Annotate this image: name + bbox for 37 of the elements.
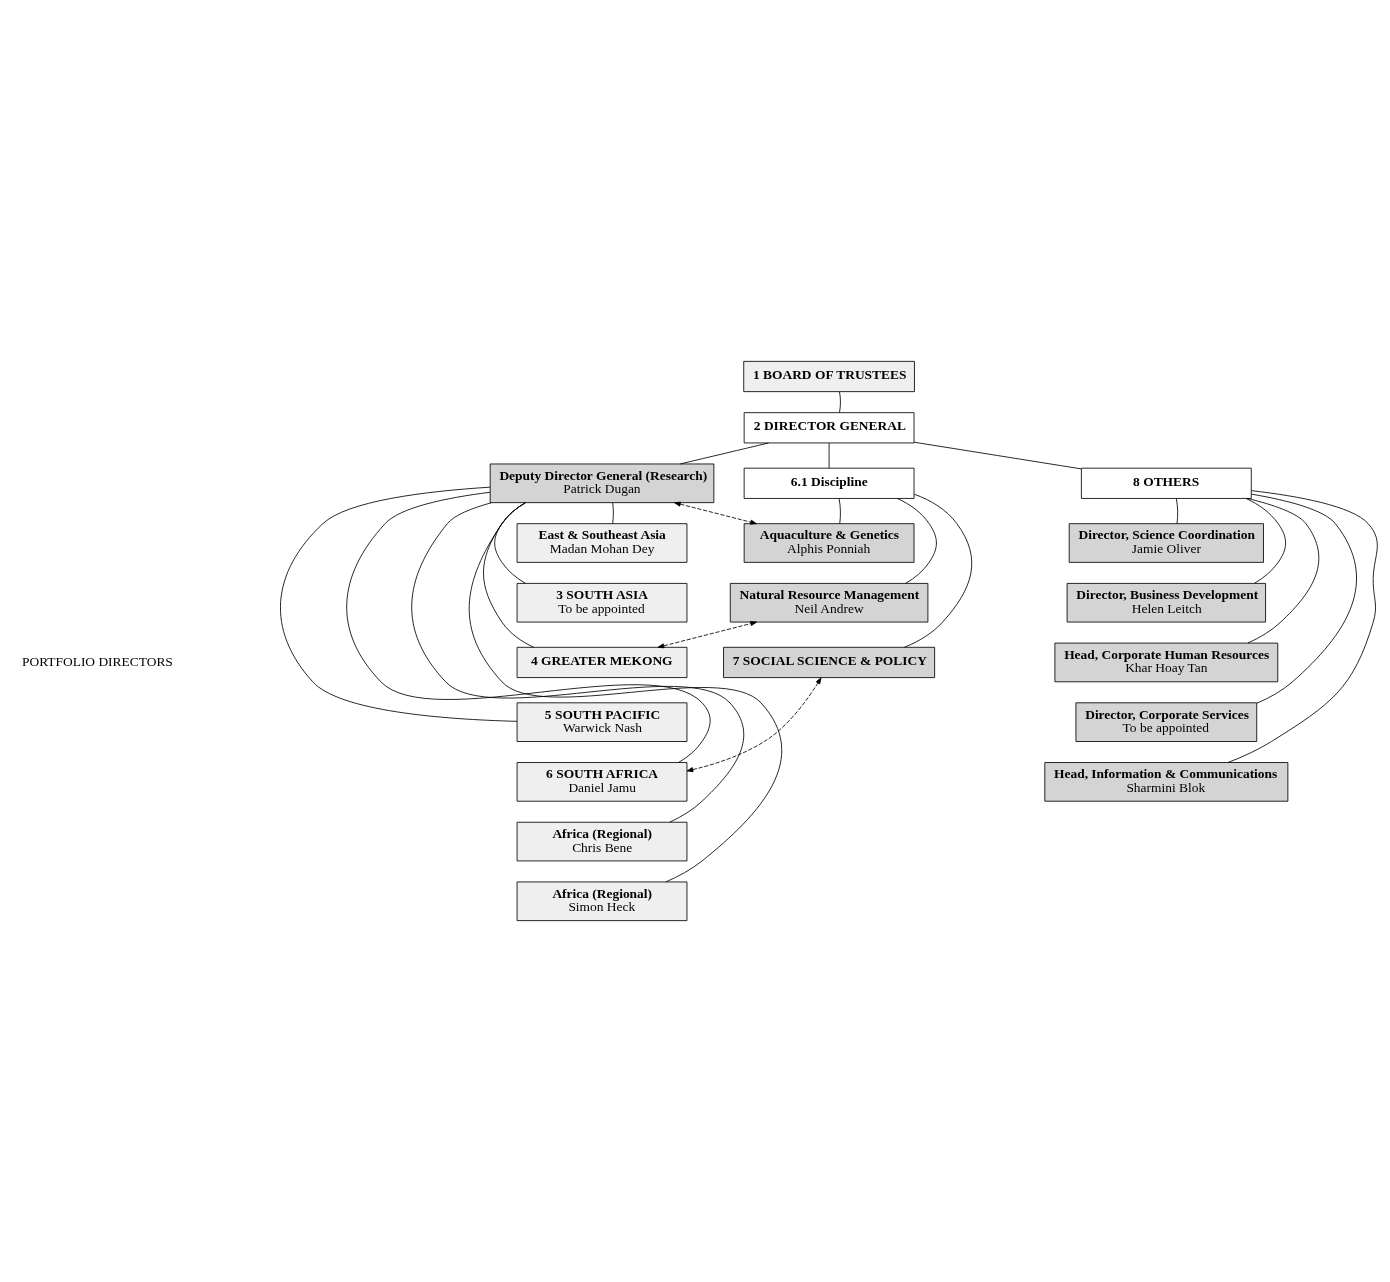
node-box: 5 SOUTH PACIFIC Warwick Nash bbox=[516, 702, 688, 742]
arrow bbox=[686, 677, 822, 773]
node-box: Deputy Director General (Research) Patrick Dugan bbox=[489, 463, 715, 504]
connector bbox=[411, 502, 745, 823]
node-box: 6.1 Discipline bbox=[743, 467, 915, 499]
connector bbox=[1250, 493, 1357, 704]
arrow bbox=[674, 501, 757, 525]
connector bbox=[612, 502, 614, 524]
node-box: 7 SOCIAL SCIENCE & POLICY bbox=[723, 646, 936, 678]
connector bbox=[346, 491, 711, 763]
node-box: Natural Resource Management Neil Andrew bbox=[729, 582, 929, 623]
node-box: Africa (Regional) Chris Bene bbox=[516, 821, 688, 862]
arrow bbox=[657, 621, 758, 649]
node-box: Director, Science Coordination Jamie Oliver bbox=[1068, 523, 1264, 563]
connector bbox=[904, 493, 973, 648]
connector bbox=[828, 442, 830, 469]
node-box: 2 DIRECTOR GENERAL bbox=[743, 412, 915, 444]
node-box: Head, Corporate Human Resources Khar Hoay Tan bbox=[1054, 642, 1279, 683]
connector bbox=[913, 441, 1082, 470]
label: PORTFOLIO DIRECTORS bbox=[21, 653, 173, 669]
node-box: 4 GREATER MEKONG bbox=[516, 646, 688, 678]
node-box: Africa (Regional) Simon Heck bbox=[516, 881, 688, 922]
node-box: 8 OTHERS bbox=[1080, 467, 1252, 499]
node-box: Aquaculture & Genetics Alphis Ponniah bbox=[743, 523, 915, 563]
connector bbox=[1245, 498, 1287, 584]
connector bbox=[839, 391, 841, 413]
connector bbox=[1175, 498, 1179, 525]
node-box: 6 SOUTH AFRICA Daniel Jamu bbox=[516, 762, 688, 802]
connector bbox=[679, 442, 769, 465]
node-box: Head, Information & Communications Sharmini Blok bbox=[1044, 762, 1289, 802]
node-box: 1 BOARD OF TRUSTEES bbox=[743, 360, 915, 393]
node-box: Director, Corporate Services To be appointed bbox=[1075, 702, 1258, 742]
connector bbox=[280, 486, 518, 722]
node-box: East & Southeast Asia Madan Mohan Dey bbox=[516, 523, 688, 563]
connector bbox=[838, 498, 841, 525]
node-box: Director, Business Development Helen Leitch bbox=[1066, 582, 1266, 623]
node-box: 3 SOUTH ASIA To be appointed bbox=[516, 582, 688, 623]
